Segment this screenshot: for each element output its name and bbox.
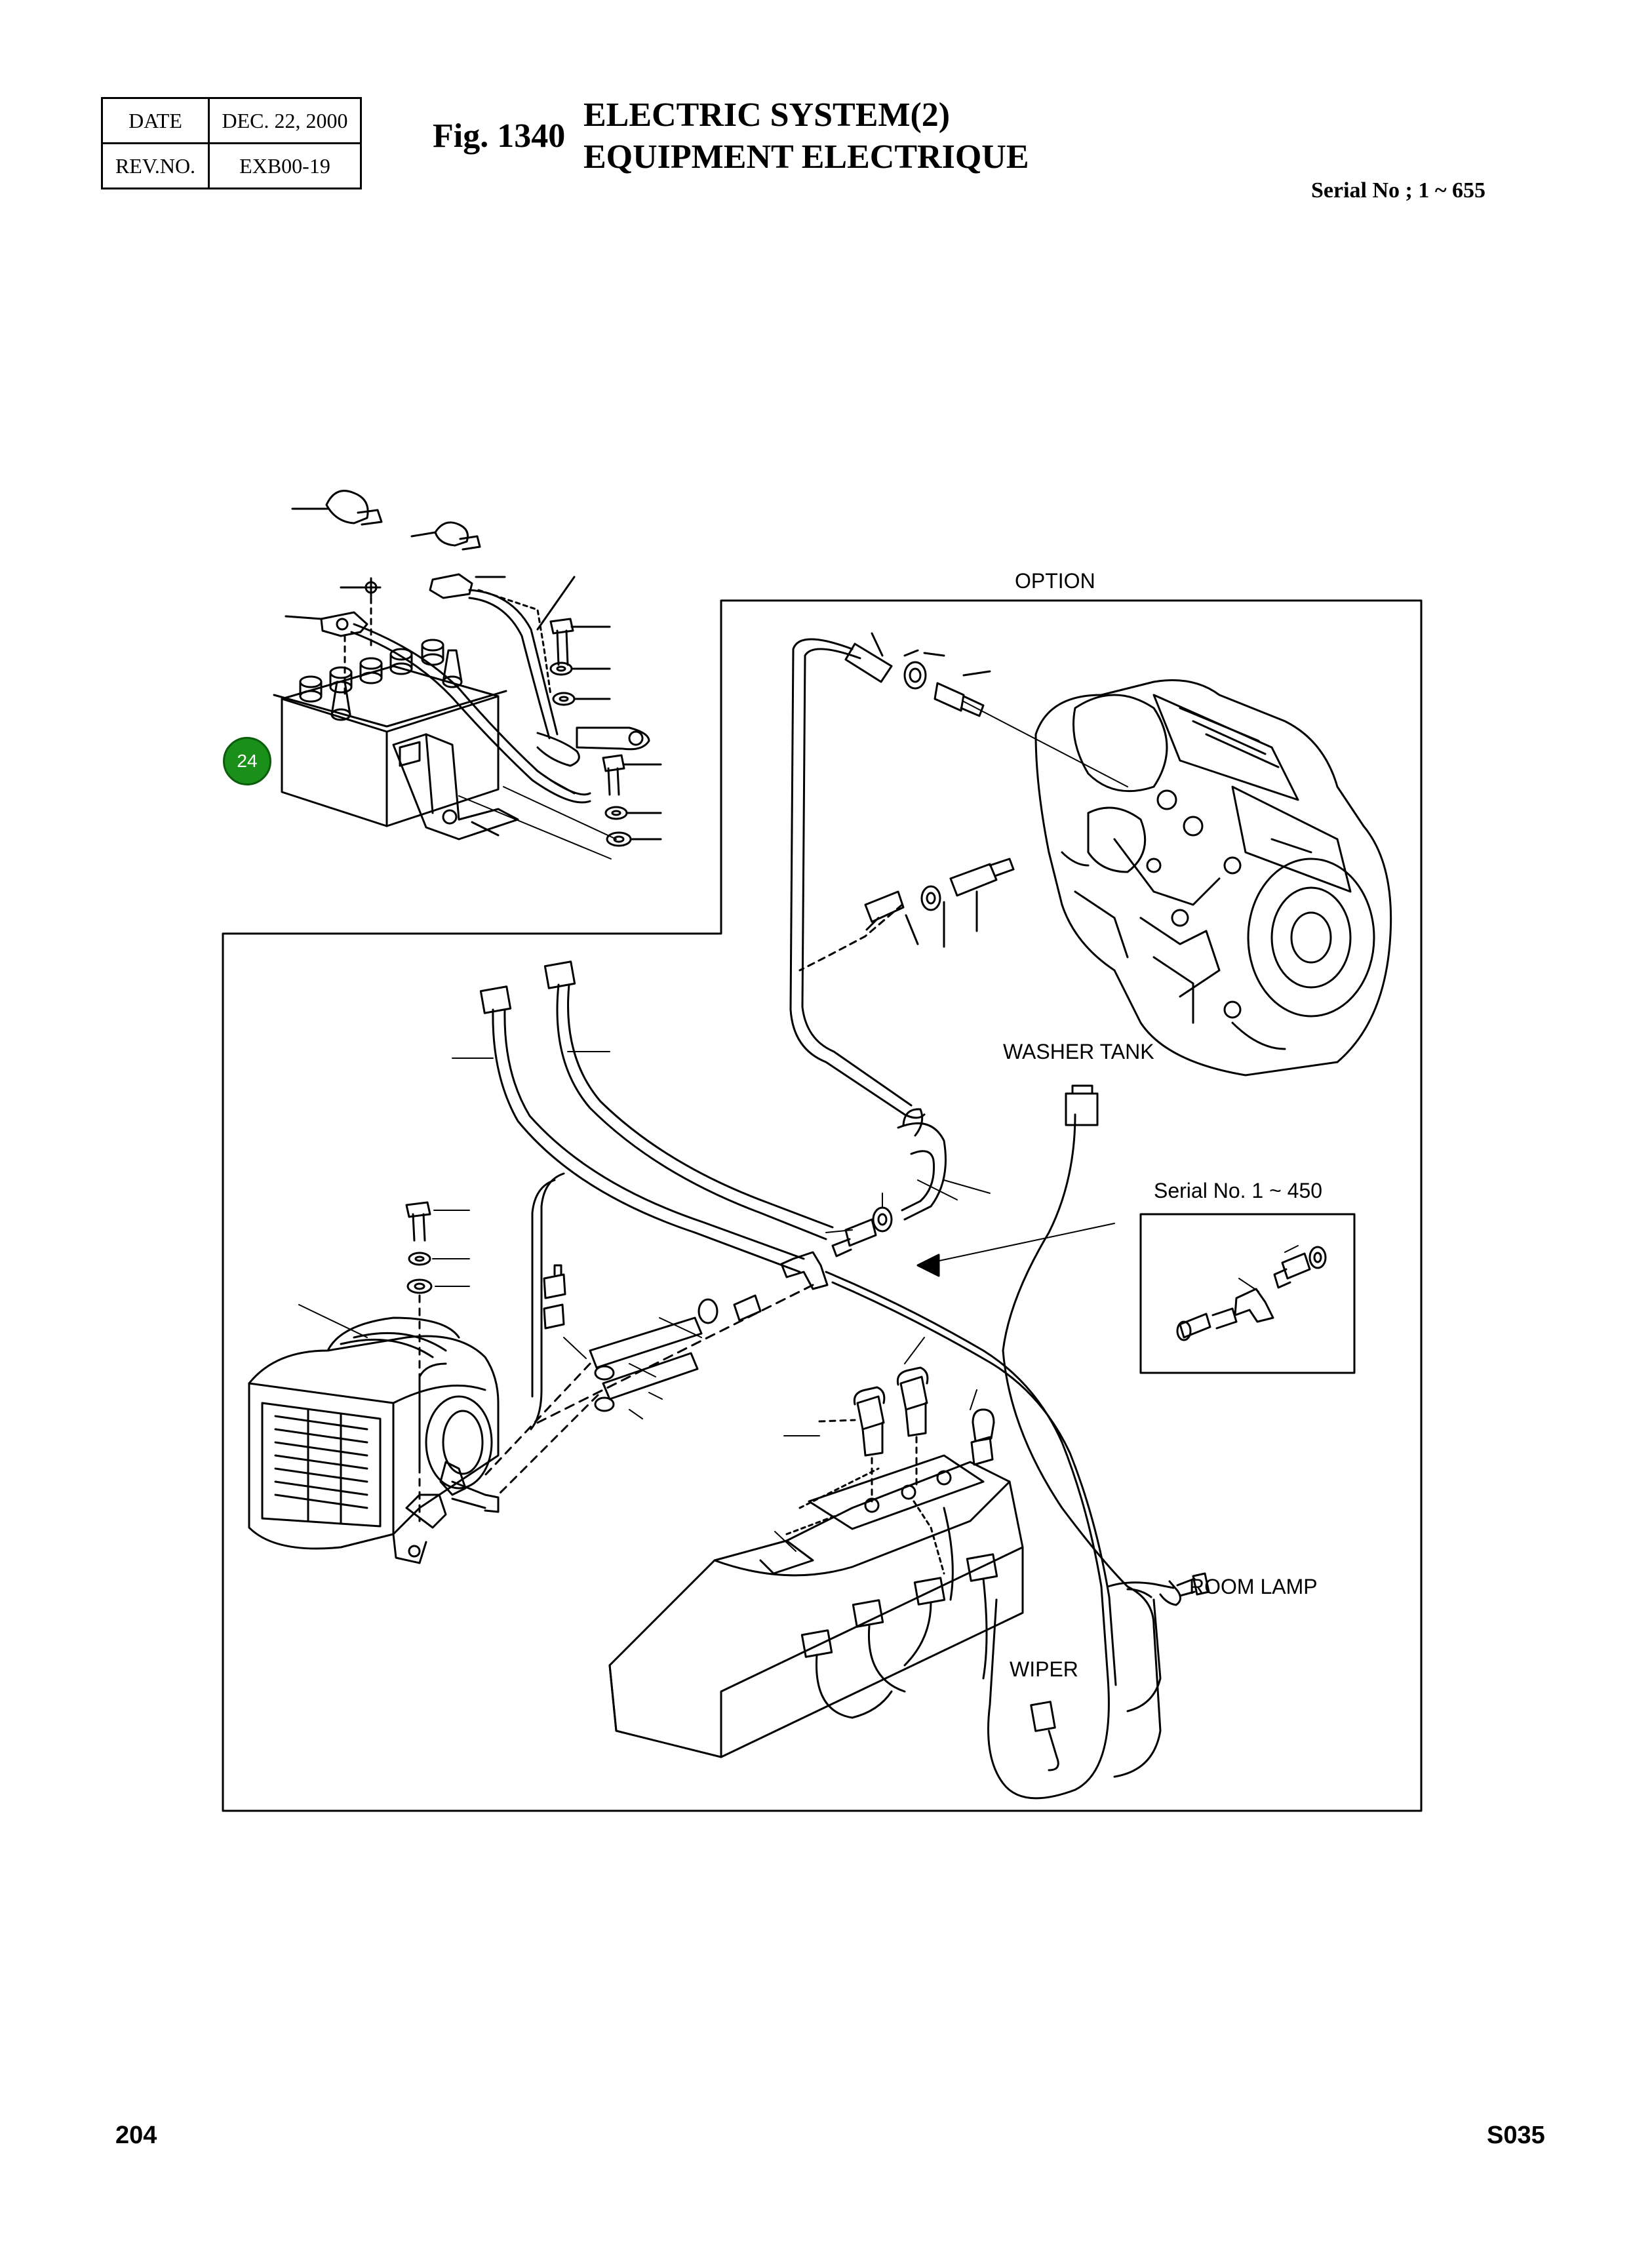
heater-unit	[248, 1201, 703, 1564]
wiring-harness	[452, 960, 1210, 1800]
inset-parts	[1176, 1245, 1327, 1341]
main-frame	[222, 599, 1423, 1812]
page-subtitle: EQUIPMENT ELECTRIQUE	[583, 138, 1029, 176]
page-title: ELECTRIC SYSTEM(2)	[583, 96, 951, 134]
rev-label: REV.NO.	[101, 142, 210, 189]
room-lamp-label: ROOM LAMP	[1189, 1575, 1318, 1598]
rev-value: EXB00-19	[208, 142, 362, 189]
document-code: S035	[1487, 2122, 1545, 2149]
inset-serial-label: Serial No. 1 ~ 450	[1154, 1179, 1323, 1202]
part-badge-24[interactable]: 24	[223, 737, 271, 785]
page-number: 204	[115, 2122, 157, 2149]
option-label: OPTION	[1015, 569, 1095, 593]
inset-frame	[1139, 1213, 1356, 1374]
battery-assembly	[273, 490, 662, 860]
date-value: DEC. 22, 2000	[208, 97, 362, 144]
wiper-label: WIPER	[1010, 1657, 1078, 1681]
option-hoses	[536, 632, 1128, 1424]
revision-table: DATE DEC. 22, 2000 REV.NO. EXB00-19	[101, 97, 362, 189]
date-label: DATE	[101, 97, 210, 144]
figure-number: Fig. 1340	[433, 117, 566, 155]
serial-range: Serial No ; 1 ~ 655	[1311, 178, 1486, 203]
console-unit	[608, 1337, 1024, 1758]
washer-tank-label: WASHER TANK	[1003, 1040, 1154, 1063]
engine-drawing	[1034, 679, 1392, 1077]
